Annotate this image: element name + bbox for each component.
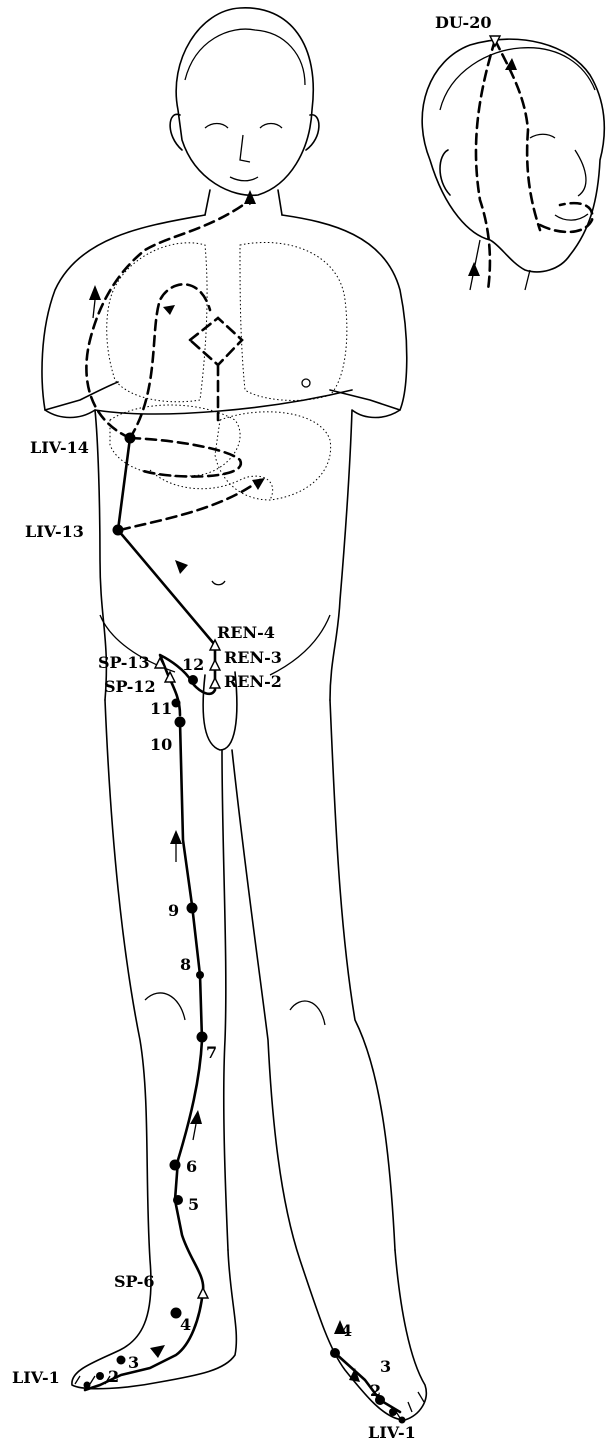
label-ren4: REN-4: [217, 623, 275, 642]
label-3-right: 3: [380, 1357, 391, 1376]
label-12: 12: [182, 655, 204, 674]
torso-left-side: [42, 215, 205, 700]
arrow-thigh: [170, 830, 182, 844]
label-11: 11: [150, 699, 172, 718]
label-ren3: REN-3: [224, 648, 282, 667]
direction-arrows: [89, 190, 360, 1382]
inset-head: [422, 36, 604, 290]
label-3-left: 3: [128, 1353, 139, 1372]
label-liv1-left: LIV-1: [12, 1368, 60, 1387]
navel: [212, 581, 225, 585]
mouth: [230, 177, 258, 181]
nipple: [302, 379, 310, 387]
arrow-up-neck: [244, 190, 256, 204]
label-10: 10: [150, 735, 172, 754]
arrow-stem-shin: [193, 1124, 196, 1140]
label-4-left: 4: [180, 1315, 191, 1334]
arrow-stem-torso: [93, 300, 95, 318]
label-sp13: SP-13: [98, 653, 150, 672]
arrow-liver: [252, 478, 265, 490]
point-8: [196, 971, 204, 979]
label-sp6: SP-6: [114, 1272, 154, 1291]
point-sp6: [198, 1288, 208, 1298]
inset-ear: [440, 150, 450, 195]
deep-pathways: [86, 200, 260, 530]
main-channel: [85, 195, 400, 1412]
human-figure-outline: [42, 8, 426, 1420]
internal-organs: [107, 242, 347, 500]
point-10: [175, 717, 186, 728]
label-liv13: LIV-13: [25, 522, 84, 541]
label-5: 5: [188, 1195, 199, 1214]
point-7: [197, 1032, 208, 1043]
label-sp12: SP-12: [104, 677, 156, 696]
right-eye: [260, 124, 282, 129]
label-4-right: 4: [341, 1321, 352, 1340]
lung-right: [240, 242, 347, 400]
point-12: [188, 675, 198, 685]
inset-pathway-mouth: [540, 203, 592, 232]
point-6: [170, 1160, 181, 1171]
pathway-liver-loop: [130, 438, 241, 477]
label-liv14: LIV-14: [30, 438, 89, 457]
right-knee-sketch: [290, 1001, 325, 1025]
label-9: 9: [168, 901, 179, 920]
label-ren2: REN-2: [224, 672, 282, 691]
inset-arrow-up-2: [468, 262, 480, 276]
leg-right-inner: [232, 750, 426, 1420]
point-5: [173, 1195, 183, 1205]
hair: [185, 29, 305, 85]
left-eye: [205, 124, 228, 129]
point-11: [172, 699, 181, 708]
labels: DU-20 LIV-14 LIV-13 REN-4 REN-3 REN-2 SP…: [12, 13, 491, 1442]
inset-pathway-side: [476, 40, 495, 290]
inset-eye: [530, 134, 555, 138]
arrow-up-torso-left: [89, 285, 101, 300]
right-ear: [306, 115, 319, 150]
point-4-right: [330, 1348, 340, 1358]
arrow-foot-left: [150, 1345, 165, 1358]
neck: [205, 190, 282, 215]
channel-torso: [118, 438, 215, 645]
point-ren3: [210, 660, 220, 670]
arrow-abdomen: [175, 560, 188, 574]
inset-nose: [575, 150, 586, 196]
label-du20: DU-20: [435, 13, 491, 32]
label-7: 7: [206, 1043, 217, 1062]
pathway-to-throat: [86, 200, 250, 438]
label-6: 6: [186, 1157, 197, 1176]
point-2-right: [389, 1408, 397, 1416]
right-toes: [395, 1392, 424, 1418]
chest-line: [95, 390, 352, 414]
point-2-left: [96, 1372, 104, 1380]
pathway-diamond: [190, 318, 242, 365]
inset-mouth: [555, 214, 588, 220]
point-3-left: [117, 1356, 126, 1365]
point-1-left: [84, 1382, 91, 1389]
left-arm-inner: [45, 382, 118, 410]
point-ren2: [210, 678, 220, 688]
label-liv1-right: LIV-1: [368, 1423, 416, 1442]
point-liv14: [125, 433, 136, 444]
inset-pathway-head: [495, 40, 540, 230]
point-9: [187, 903, 198, 914]
left-knee-sketch: [145, 993, 185, 1020]
leg-left-inner: [222, 750, 228, 1250]
head-outline: [176, 8, 313, 195]
leg-right-outer: [330, 700, 395, 1250]
torso-right-side: [282, 215, 407, 700]
label-2-right: 2: [370, 1381, 381, 1400]
point-liv13: [113, 525, 124, 536]
label-2-left: 2: [108, 1367, 119, 1386]
label-8: 8: [180, 955, 191, 974]
nose: [240, 135, 250, 162]
arrow-heart: [163, 305, 175, 315]
